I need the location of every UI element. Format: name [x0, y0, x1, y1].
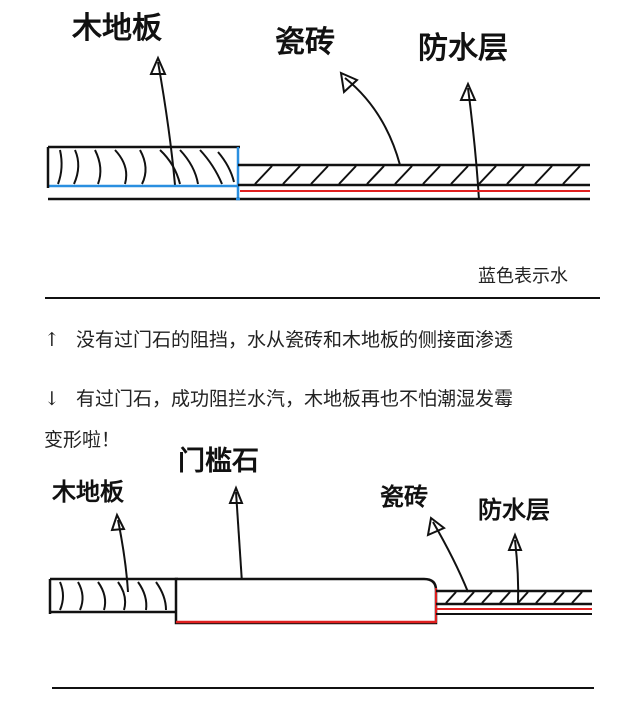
bottom-pointer-waterproof: [507, 532, 523, 606]
top-label-tile: 瓷砖: [275, 25, 335, 60]
top-pointer-tile: [339, 71, 401, 166]
bottom-diagram: 木地板 门槛石 瓷砖 防水层: [48, 446, 592, 625]
top-wood-floor: [46, 145, 240, 200]
caption-with-threshold: ↓ 有过门石，成功阻拦水汽，木地板再也不怕潮湿发霉: [44, 384, 513, 411]
bottom-tile-layer: [436, 589, 592, 615]
bottom-label-tile: 瓷砖: [380, 483, 428, 511]
bottom-pointer-tile: [426, 516, 469, 593]
caption-with-threshold-line2: 变形啦！: [44, 429, 121, 451]
top-tile-layer: [238, 163, 590, 192]
bottom-threshold-stone: [174, 577, 438, 625]
caption-with-threshold-text: 有过门石，成功阻拦水汽，木地板再也不怕潮湿发霉: [75, 388, 513, 410]
top-diagram: 木地板 瓷砖 防水层: [46, 11, 590, 201]
top-pointer-wood: [149, 55, 176, 186]
bottom-wood-floor: [48, 577, 178, 614]
top-pointer-waterproof: [459, 81, 480, 201]
caption-without-threshold: ↑ 没有过门石的阻挡，水从瓷砖和木地板的侧接面渗透: [44, 325, 513, 352]
water-legend: 蓝色表示水: [478, 266, 568, 287]
top-label-waterproof: 防水层: [418, 31, 508, 66]
top-label-wood: 木地板: [71, 11, 162, 46]
down-arrow-icon: ↓: [44, 388, 60, 410]
caption-without-threshold-text: 没有过门石的阻挡，水从瓷砖和木地板的侧接面渗透: [75, 329, 513, 351]
bottom-label-waterproof: 防水层: [478, 496, 550, 524]
bottom-label-wood: 木地板: [51, 478, 125, 506]
bottom-pointer-wood: [110, 512, 129, 593]
up-arrow-icon: ↑: [44, 329, 60, 351]
bottom-label-threshold: 门槛石: [178, 446, 259, 477]
